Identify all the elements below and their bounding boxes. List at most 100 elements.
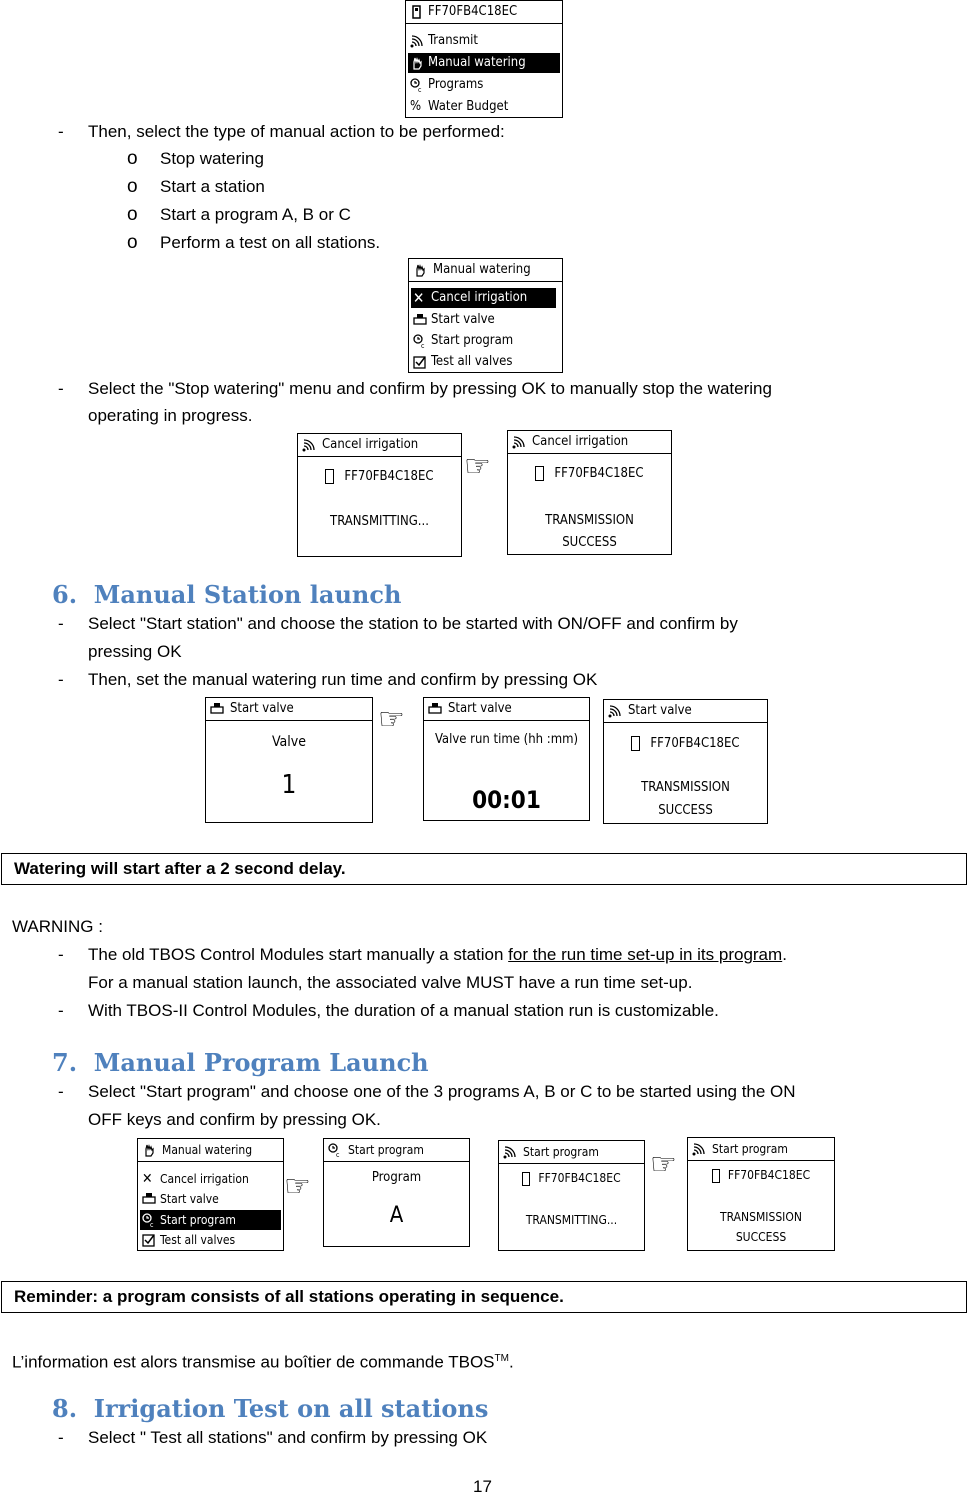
lcd-device-id: FF70FB4C18EC — [298, 469, 461, 484]
lcd-cancel-success: Cancel irrigation FF70FB4C18EC TRANSMISS… — [507, 430, 672, 555]
module-icon — [711, 1168, 720, 1183]
module-icon — [631, 736, 641, 751]
lcd-status-2: SUCCESS — [562, 535, 617, 550]
dash-bullet: - — [58, 379, 64, 398]
option-start-program: Start a program A, B or C — [160, 205, 351, 224]
warning-1-cont: For a manual station launch, the associa… — [88, 973, 693, 992]
svg-text:c: c — [418, 86, 422, 92]
cross-icon: ✕ — [142, 1171, 153, 1187]
stop-watering-instruction: Select the "Stop watering" menu and conf… — [88, 379, 772, 398]
dash-bullet: - — [58, 1082, 64, 1101]
lcd-header: Start program — [499, 1141, 644, 1164]
pointing-hand-icon: ☞ — [650, 1148, 677, 1181]
menu-item-test-all-valves: Test all valves — [411, 352, 560, 372]
lcd-value: 00:01 — [472, 786, 541, 814]
step-6a: Select "Start station" and choose the st… — [88, 614, 738, 633]
lcd-status: TRANSMITTING... — [330, 514, 429, 529]
lcd-header: Cancel irrigation — [298, 434, 461, 457]
module-icon — [535, 466, 545, 481]
option-start-station: Start a station — [160, 177, 265, 196]
menu-item-manual-watering: Manual watering — [408, 53, 560, 73]
lcd-header: Manual watering — [409, 259, 562, 282]
lcd-header: Start valve — [604, 700, 767, 723]
signal-icon — [410, 35, 423, 48]
dash-bullet: - — [58, 1428, 64, 1447]
option-bullet: o — [127, 204, 138, 225]
option-bullet: o — [127, 176, 138, 197]
signal-icon — [512, 436, 525, 449]
lcd-program-select: c Start program Program A — [323, 1138, 470, 1247]
valve-icon — [210, 703, 224, 714]
hand-icon — [416, 264, 425, 277]
lcd-device-id: FF70FB4C18EC — [508, 466, 671, 481]
step-select-type: Then, select the type of manual action t… — [88, 122, 505, 141]
clock-icon: c — [328, 1143, 340, 1157]
dash-bullet: - — [58, 945, 64, 964]
step-6a-cont: pressing OK — [88, 642, 182, 661]
svg-text:c: c — [150, 1221, 154, 1227]
lcd-header: Manual watering — [138, 1139, 283, 1162]
option-bullet: o — [127, 148, 138, 169]
lcd-label: Valve — [272, 734, 306, 750]
lcd-valve-success: Start valve FF70FB4C18EC TRANSMISSION SU… — [603, 699, 768, 824]
menu-item-transmit: Transmit — [408, 31, 560, 51]
menu-item-cancel-irrigation: ✕ Cancel irrigation — [411, 288, 556, 308]
module-icon — [412, 5, 421, 19]
menu-item-cancel-irrigation: ✕ Cancel irrigation — [142, 1171, 249, 1187]
lcd-header: Cancel irrigation — [508, 431, 671, 454]
dash-bullet: - — [58, 614, 64, 633]
lcd-device-id: FF70FB4C18EC — [604, 736, 767, 751]
menu-item-test-all-valves: Test all valves — [140, 1230, 281, 1250]
lcd-header: c Start program — [324, 1139, 469, 1162]
lcd-status-2: SUCCESS — [658, 803, 713, 818]
lcd-program-success: Start program FF70FB4C18EC TRANSMISSION … — [687, 1137, 835, 1251]
menu-item-start-valve: Start valve — [411, 310, 560, 330]
clock-icon: c — [410, 78, 422, 92]
stop-watering-instruction-cont: operating in progress. — [88, 406, 253, 425]
lcd-status-2: SUCCESS — [735, 1230, 787, 1244]
info-line: L’information est alors transmise au boî… — [12, 1352, 514, 1372]
lcd-value: 1 — [281, 770, 297, 800]
clock-icon: c — [413, 334, 425, 348]
option-bullet: o — [127, 232, 138, 253]
warning-label: WARNING : — [12, 917, 103, 936]
lcd-title: FF70FB4C18EC — [428, 4, 518, 19]
percent-icon: % — [410, 99, 422, 114]
heading-8: 8. Irrigation Test on all stations — [52, 1394, 489, 1423]
signal-icon — [503, 1146, 516, 1159]
signal-icon — [608, 705, 621, 718]
note-delay: Watering will start after a 2 second del… — [1, 853, 967, 885]
heading-7: 7. Manual Program Launch — [52, 1048, 429, 1077]
option-stop-watering: Stop watering — [160, 149, 264, 168]
svg-text:c: c — [421, 342, 425, 348]
lcd-device-id: FF70FB4C18EC — [688, 1168, 834, 1183]
warning-1: The old TBOS Control Modules start manua… — [88, 945, 787, 964]
dash-bullet: - — [58, 1001, 64, 1020]
lcd-header: Start valve — [206, 698, 372, 721]
menu-item-start-program: c Start program — [140, 1210, 281, 1230]
valve-icon — [413, 314, 427, 325]
cross-icon: ✕ — [413, 289, 425, 307]
step-8: Select " Test all stations" and confirm … — [88, 1428, 488, 1447]
signal-icon — [692, 1143, 705, 1156]
module-icon — [522, 1171, 531, 1186]
menu-item-start-program: c Start program — [411, 331, 560, 351]
lcd-status: TRANSMISSION — [720, 1210, 802, 1224]
option-test-all: Perform a test on all stations. — [160, 233, 381, 252]
lcd-device-id: FF70FB4C18EC — [499, 1171, 644, 1186]
menu-item-start-valve: Start valve — [140, 1189, 281, 1209]
menu-item-programs: c Programs — [408, 75, 560, 95]
lcd-manual-menu: Manual watering ✕ Cancel irrigation Star… — [408, 258, 563, 373]
lcd-status: TRANSMISSION — [641, 780, 730, 795]
signal-icon — [302, 439, 315, 452]
checkbox-icon — [142, 1234, 155, 1247]
dash-bullet: - — [58, 122, 64, 141]
step-6b: Then, set the manual watering run time a… — [88, 670, 598, 689]
module-icon — [325, 469, 335, 484]
lcd-valve-select: Start valve Valve 1 — [205, 697, 373, 823]
lcd-cancel-transmitting: Cancel irrigation FF70FB4C18EC TRANSMITT… — [297, 433, 462, 557]
lcd-status: TRANSMISSION — [545, 513, 634, 528]
menu-item-water-budget: % Water Budget — [410, 99, 509, 114]
lcd-header: Start program — [688, 1138, 834, 1161]
valve-icon — [428, 703, 442, 714]
